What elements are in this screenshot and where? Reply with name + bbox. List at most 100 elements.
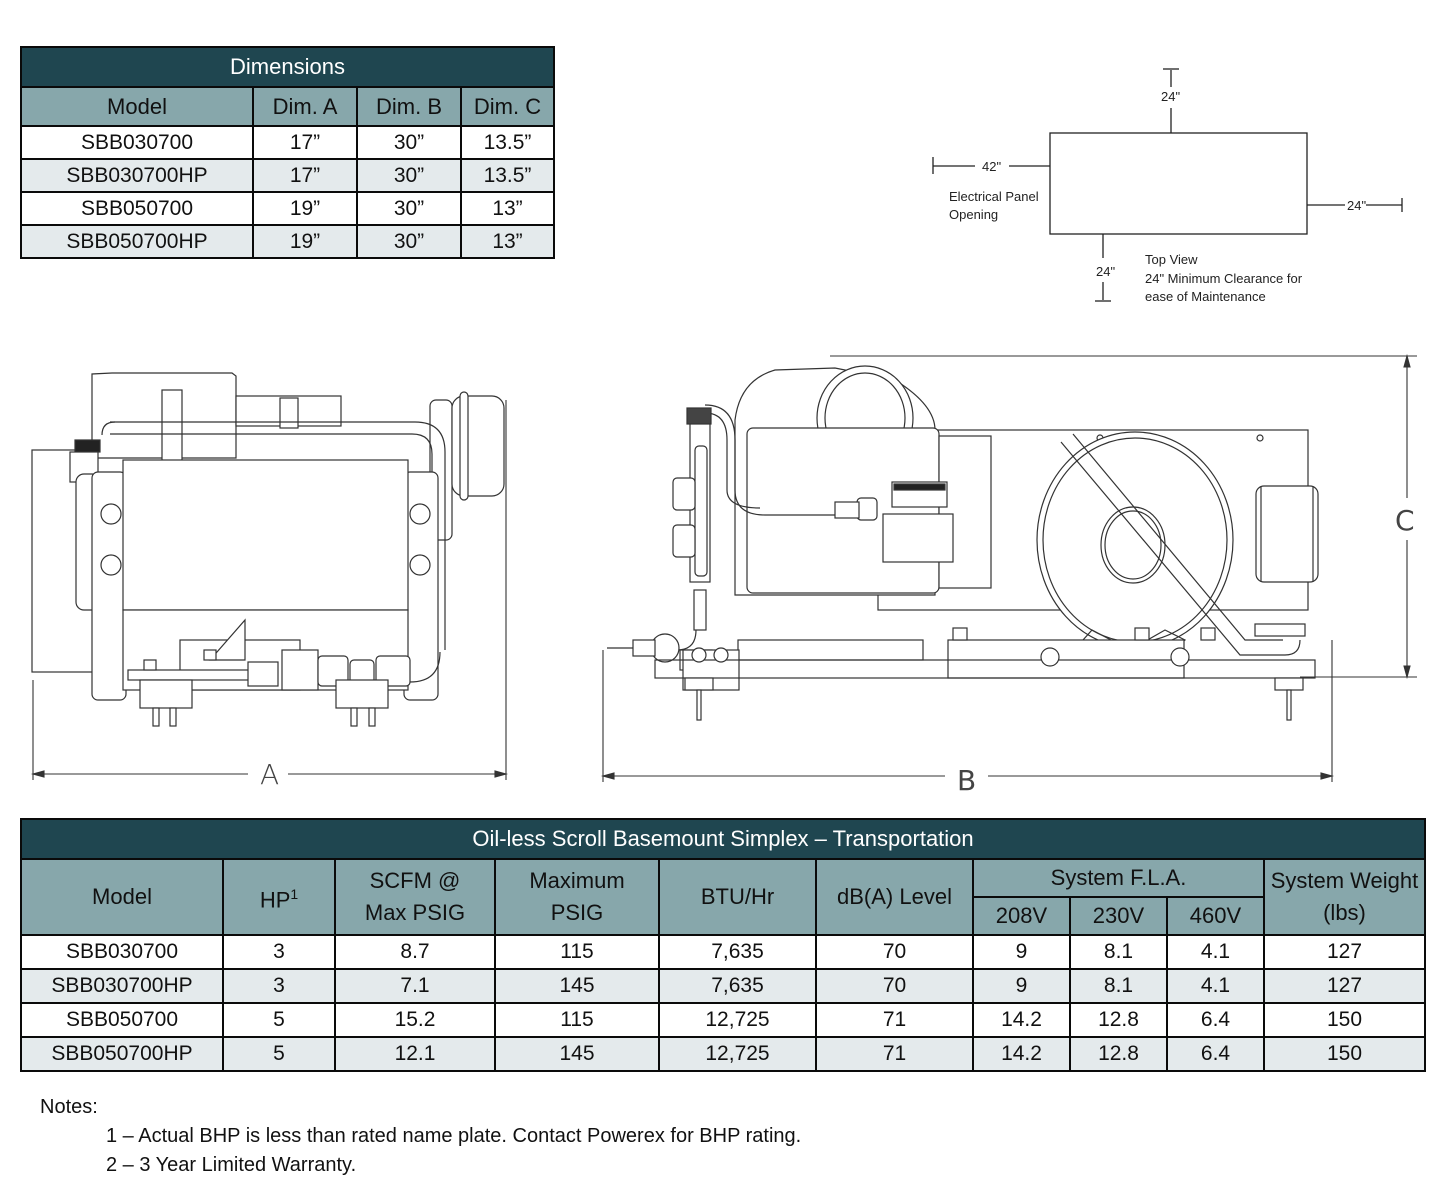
cell-weight: 150: [1263, 1002, 1426, 1038]
front-view-drawing: A: [20, 360, 520, 800]
psig-label-line1: Maximum: [529, 868, 625, 893]
table-row: SBB050700 19” 30” 13”: [20, 191, 555, 226]
hp-label: HP: [259, 887, 291, 913]
cell-208v: 14.2: [972, 1036, 1071, 1072]
column-header-weight: System Weight (lbs): [1263, 858, 1426, 936]
table-row: SBB030700HP 3 7.1 145 7,635 70 9 8.1 4.1…: [20, 968, 1426, 1004]
psig-label-line2: PSIG: [550, 900, 604, 925]
table-row: SBB050700 5 15.2 115 12,725 71 14.2 12.8…: [20, 1002, 1426, 1038]
dimensions-table-title: Dimensions: [20, 46, 555, 88]
cell-btu: 12,725: [658, 1002, 817, 1038]
cell-dim-b: 30”: [356, 191, 462, 226]
cell-208v: 14.2: [972, 1002, 1071, 1038]
column-header-dim-c: Dim. C: [460, 86, 555, 127]
cell-460v: 4.1: [1166, 968, 1265, 1004]
cell-scfm: 12.1: [334, 1036, 496, 1072]
cell-dim-a: 17”: [252, 158, 358, 193]
cell-max-psig: 115: [494, 934, 660, 970]
table-row: SBB050700HP 5 12.1 145 12,725 71 14.2 12…: [20, 1036, 1426, 1072]
cell-dim-b: 30”: [356, 224, 462, 259]
clearance-right: 24": [1347, 198, 1366, 213]
spec-table: Oil-less Scroll Basemount Simplex – Tran…: [20, 818, 1426, 1072]
cell-208v: 9: [972, 968, 1071, 1004]
cell-weight: 150: [1263, 1036, 1426, 1072]
cell-model: SBB030700HP: [20, 158, 254, 193]
cell-dim-b: 30”: [356, 158, 462, 193]
cell-model: SBB050700: [20, 1002, 224, 1038]
cell-scfm: 8.7: [334, 934, 496, 970]
column-header-460v: 460V: [1166, 896, 1265, 936]
cell-dim-a: 17”: [252, 125, 358, 160]
cell-weight: 127: [1263, 968, 1426, 1004]
cell-db: 71: [815, 1002, 974, 1038]
cell-weight: 127: [1263, 934, 1426, 970]
column-header-dim-b: Dim. B: [356, 86, 462, 127]
cell-model: SBB030700HP: [20, 968, 224, 1004]
notes-heading: Notes:: [40, 1096, 98, 1118]
cell-model: SBB050700HP: [20, 224, 254, 259]
cell-hp: 5: [222, 1002, 336, 1038]
cell-208v: 9: [972, 934, 1071, 970]
weight-label-line1: System Weight: [1270, 868, 1419, 893]
dim-a-label: A: [260, 758, 279, 791]
cell-dim-a: 19”: [252, 224, 358, 259]
cell-hp: 5: [222, 1036, 336, 1072]
cell-hp: 3: [222, 968, 336, 1004]
column-header-model: Model: [20, 858, 224, 936]
dim-b-label: B: [957, 764, 976, 797]
cell-db: 70: [815, 934, 974, 970]
cell-hp: 3: [222, 934, 336, 970]
cell-db: 71: [815, 1036, 974, 1072]
side-view-drawing: B C: [595, 350, 1425, 800]
column-header-208v: 208V: [972, 896, 1071, 936]
cell-model: SBB030700: [20, 125, 254, 160]
cell-btu: 7,635: [658, 968, 817, 1004]
cell-max-psig: 145: [494, 968, 660, 1004]
cell-dim-c: 13”: [460, 224, 555, 259]
clearance-caption: 24" Minimum Clearance for: [1145, 271, 1303, 286]
scfm-label-line2: Max PSIG: [364, 900, 466, 925]
note-item: 2 – 3 Year Limited Warranty.: [106, 1154, 357, 1176]
cell-460v: 6.4: [1166, 1036, 1265, 1072]
cell-btu: 7,635: [658, 934, 817, 970]
clearance-diagram: 24" 42" 24" 24" Electrical Panel Opening…: [920, 60, 1420, 310]
column-header-hp: HP1: [222, 858, 336, 936]
cell-dim-c: 13.5”: [460, 158, 555, 193]
table-row: SBB050700HP 19” 30” 13”: [20, 224, 555, 259]
column-header-system-fla: System F.L.A.: [972, 858, 1265, 898]
maintenance-caption: ease of Maintenance: [1145, 289, 1266, 304]
cell-dim-a: 19”: [252, 191, 358, 226]
note-item: 1 – Actual BHP is less than rated name p…: [106, 1125, 802, 1147]
cell-model: SBB050700: [20, 191, 254, 226]
weight-label-line2: (lbs): [1323, 900, 1366, 925]
cell-dim-b: 30”: [356, 125, 462, 160]
clearance-left: 42": [982, 159, 1001, 174]
column-header-btu: BTU/Hr: [658, 858, 817, 936]
cell-model: SBB030700: [20, 934, 224, 970]
cell-460v: 4.1: [1166, 934, 1265, 970]
unit-footprint: [1049, 132, 1308, 235]
column-header-db: dB(A) Level: [815, 858, 974, 936]
column-header-scfm: SCFM @ Max PSIG: [334, 858, 496, 936]
table-row: SBB030700 17” 30” 13.5”: [20, 125, 555, 160]
column-header-230v: 230V: [1069, 896, 1168, 936]
table-row: SBB030700HP 17” 30” 13.5”: [20, 158, 555, 193]
cell-dim-c: 13.5”: [460, 125, 555, 160]
cell-scfm: 15.2: [334, 1002, 496, 1038]
electrical-panel-label-2: Opening: [949, 207, 998, 222]
notes-section: Notes: 1 – Actual BHP is less than rated…: [40, 1093, 801, 1180]
dimensions-table: Dimensions Model Dim. A Dim. B Dim. C SB…: [20, 46, 555, 259]
cell-btu: 12,725: [658, 1036, 817, 1072]
column-header-dim-a: Dim. A: [252, 86, 358, 127]
electrical-panel-label: Electrical Panel: [949, 189, 1039, 204]
scfm-label-line1: SCFM @: [369, 868, 461, 893]
cell-max-psig: 145: [494, 1036, 660, 1072]
column-header-model: Model: [20, 86, 254, 127]
cell-db: 70: [815, 968, 974, 1004]
table-row: SBB030700 3 8.7 115 7,635 70 9 8.1 4.1 1…: [20, 934, 1426, 970]
cell-dim-c: 13”: [460, 191, 555, 226]
clearance-top: 24": [1161, 89, 1180, 104]
cell-460v: 6.4: [1166, 1002, 1265, 1038]
cell-230v: 12.8: [1069, 1036, 1168, 1072]
